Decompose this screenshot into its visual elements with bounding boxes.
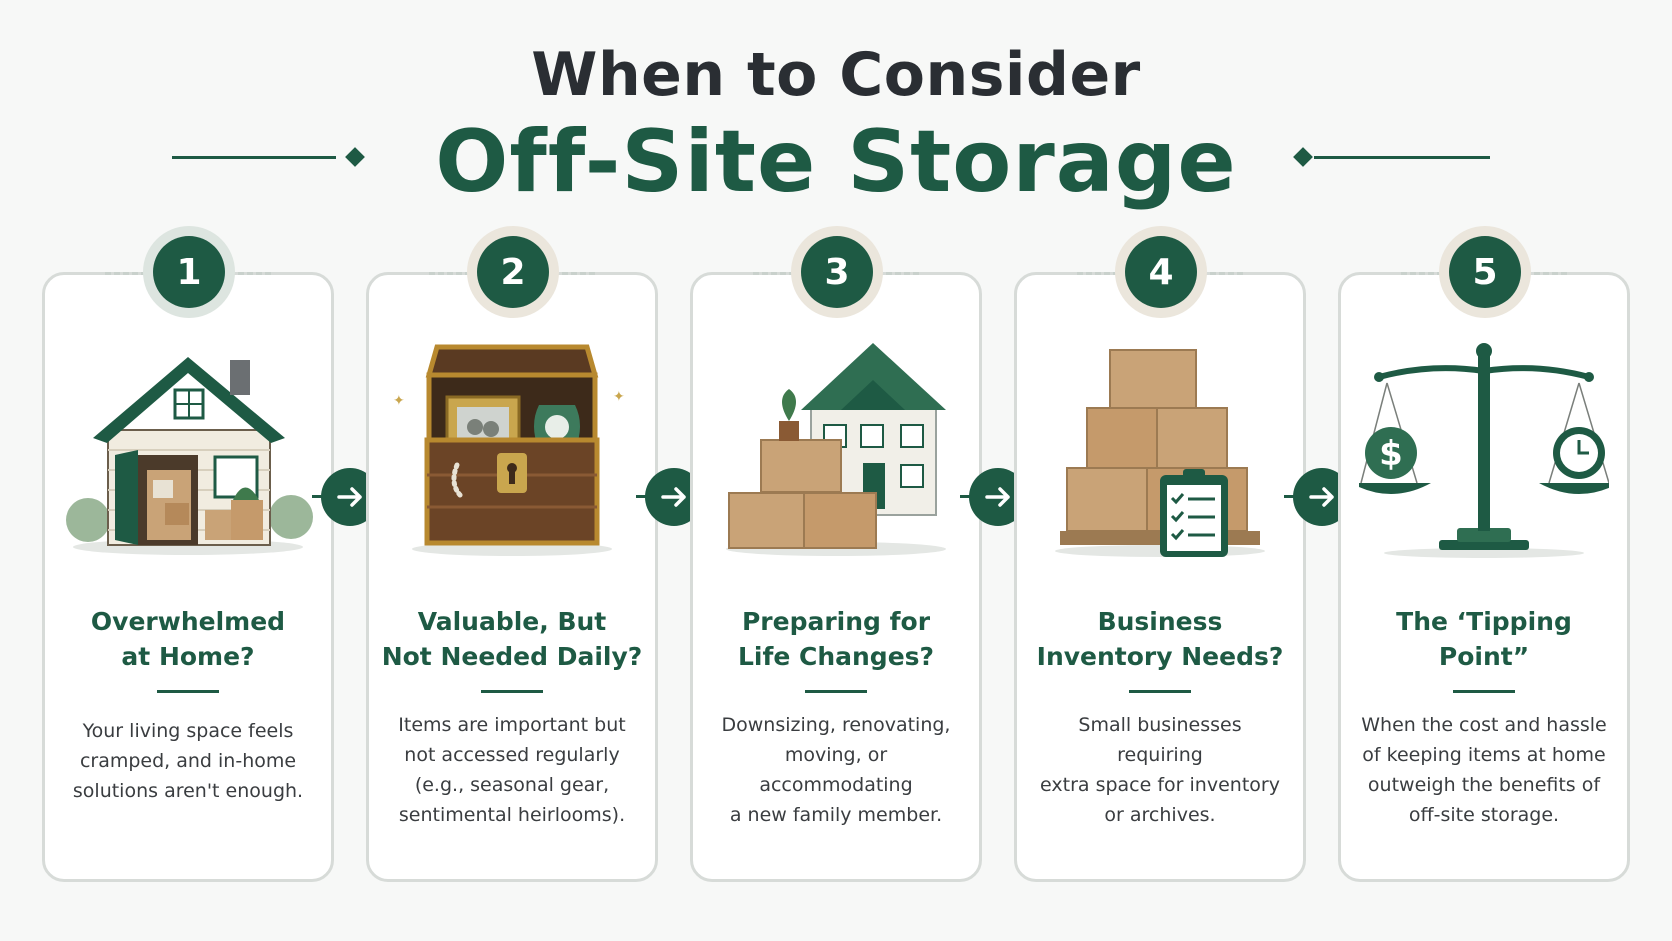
card-dash-right: [1183, 272, 1243, 275]
card-dash-left: [429, 272, 489, 275]
stacked-boxes-clipboard-icon: [1055, 349, 1265, 557]
svg-text:$: $: [1379, 434, 1403, 474]
step-desc-4-line: Small businesses requiring: [1078, 714, 1242, 766]
treasure-chest-icon: ✦ ✦: [393, 344, 625, 556]
step-title-3-line1: Preparing for: [741, 607, 931, 636]
step-desc-1-line: solutions aren't enough.: [72, 780, 304, 802]
step-number-2: 2: [477, 236, 549, 308]
step-desc-2: Items are important but not accessed reg…: [366, 710, 658, 830]
step-desc-5-line: When the cost and hassle: [1361, 714, 1607, 736]
step-card-3: [690, 272, 982, 882]
step-desc-2-line: not accessed regularly: [404, 744, 620, 766]
step-desc-1: Your living space feels cramped, and in-…: [42, 716, 334, 806]
step-rule-4: [1129, 690, 1191, 693]
card-dash-left: [105, 272, 165, 275]
step-title-4-line2: Inventory Needs?: [1036, 642, 1284, 671]
step-title-4: Business Inventory Needs?: [1014, 604, 1306, 674]
step-title-2: Valuable, But Not Needed Daily?: [366, 604, 658, 674]
step-rule-5: [1453, 690, 1515, 693]
svg-text:✦: ✦: [613, 389, 625, 405]
title-line-2: Off-Site Storage: [435, 112, 1237, 212]
step-title-1: Overwhelmed at Home?: [42, 604, 334, 674]
step-desc-3-line: Downsizing, renovating,: [721, 714, 951, 736]
step-desc-5-line: outweigh the benefits of: [1367, 774, 1601, 796]
step-rule-2: [481, 690, 543, 693]
step-desc-2-line: (e.g., seasonal gear,: [414, 774, 610, 796]
step-desc-4-line: or archives.: [1104, 804, 1216, 826]
card-dash-left: [1401, 272, 1461, 275]
card-dash-right: [1507, 272, 1567, 275]
title-rule-right: [1314, 156, 1490, 159]
step-rule-1: [157, 690, 219, 693]
step-title-3: Preparing for Life Changes?: [690, 604, 982, 674]
house-with-boxes-icon: [726, 343, 946, 556]
step-desc-4-line: extra space for inventory: [1040, 774, 1280, 796]
step-rule-3: [805, 690, 867, 693]
step-title-3-line2: Life Changes?: [737, 642, 935, 671]
svg-text:✦: ✦: [393, 393, 405, 409]
step-title-1-line1: Overwhelmed: [90, 607, 286, 636]
step-desc-5-line: of keeping items at home: [1362, 744, 1606, 766]
step-desc-2-line: Items are important but: [398, 714, 626, 736]
step-title-2-line2: Not Needed Daily?: [381, 642, 643, 671]
step-desc-3-line: a new family member.: [729, 804, 943, 826]
card-dash-right: [859, 272, 919, 275]
step-desc-3-line: moving, or accommodating: [759, 744, 913, 796]
step-desc-2-line: sentimental heirlooms).: [398, 804, 626, 826]
step-card-1: [42, 272, 334, 882]
balance-scale-icon: $: [1359, 343, 1609, 558]
card-dash-right: [211, 272, 271, 275]
step-title-5-line2: Point”: [1438, 642, 1530, 671]
step-title-4-line1: Business: [1097, 607, 1223, 636]
step-title-2-line1: Valuable, But: [417, 607, 607, 636]
title-line-1: When to Consider: [531, 40, 1141, 110]
step-desc-1-line: Your living space feels: [82, 720, 294, 742]
step-desc-1-line: cramped, and in-home: [79, 750, 297, 772]
step-title-1-line2: at Home?: [121, 642, 255, 671]
step-desc-4: Small businesses requiring extra space f…: [1014, 710, 1306, 830]
step-title-5-line1: The ‘Tipping: [1396, 607, 1572, 636]
card-dash-left: [753, 272, 813, 275]
step-desc-5: When the cost and hassle of keeping item…: [1338, 710, 1630, 830]
step-number-4: 4: [1125, 236, 1197, 308]
card-dash-left: [1077, 272, 1137, 275]
step-title-5: The ‘Tipping Point”: [1338, 604, 1630, 674]
step-card-4: [1014, 272, 1306, 882]
cluttered-house-icon: [66, 357, 313, 555]
step-number-1: 1: [153, 236, 225, 308]
step-desc-3: Downsizing, renovating, moving, or accom…: [690, 710, 982, 830]
card-dash-right: [535, 272, 595, 275]
title-rule-left: [172, 156, 336, 159]
step-desc-5-line: off-site storage.: [1408, 804, 1560, 826]
step-number-3: 3: [801, 236, 873, 308]
step-number-5: 5: [1449, 236, 1521, 308]
